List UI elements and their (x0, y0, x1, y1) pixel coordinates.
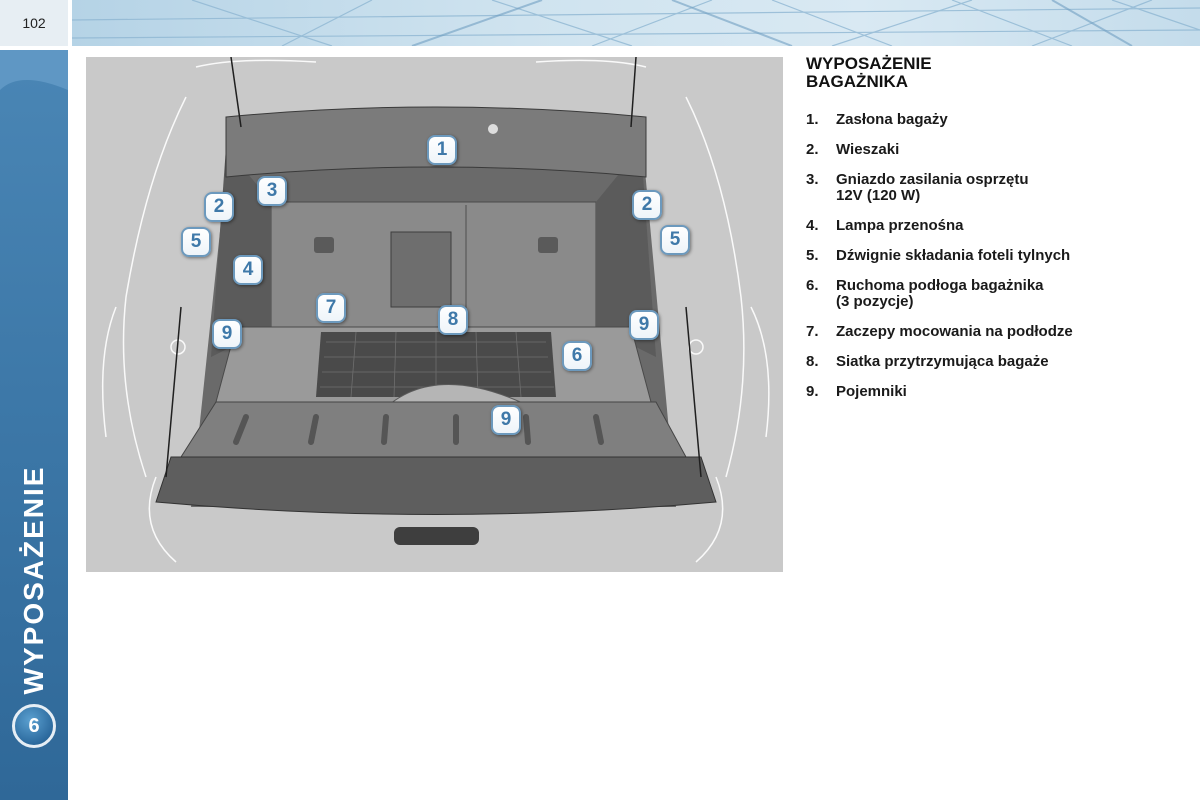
callout-marker: 9 (629, 310, 659, 340)
legend-number: 6. (806, 277, 819, 294)
legend-list: 1. Zasłona bagaży 2. Wieszaki 3. Gniazdo za… (806, 112, 1186, 414)
legend-number: 8. (806, 353, 819, 370)
legend-number: 7. (806, 323, 819, 340)
legend-item: 4. Lampa przenośna (806, 218, 1186, 234)
legend-number: 1. (806, 111, 819, 128)
legend-item: 5. Dźwignie składania foteli tylnych (806, 248, 1186, 264)
callout-marker: 6 (562, 341, 592, 371)
chapter-number: 6 (28, 714, 40, 737)
legend-text: Zasłona bagaży (836, 111, 948, 128)
legend-text: Siatka przytrzymująca bagaże (836, 353, 1049, 370)
chapter-sidebar (0, 50, 68, 800)
legend-number: 3. (806, 171, 819, 188)
callout-marker: 2 (204, 192, 234, 222)
legend-item: 3. Gniazdo zasilania osprzętu 12V (120 W) (806, 172, 1186, 204)
legend-text: Gniazdo zasilania osprzętu 12V (120 W) (836, 171, 1029, 204)
legend-text: Ruchoma podłoga bagażnika (3 pozycje) (836, 277, 1044, 310)
callout-marker: 2 (632, 190, 662, 220)
callout-marker: 4 (233, 255, 263, 285)
header-banner (72, 0, 1200, 46)
legend-text: Pojemniki (836, 383, 907, 400)
callout-marker: 8 (438, 305, 468, 335)
legend-item: 6. Ruchoma podłoga bagażnika (3 pozycje) (806, 278, 1186, 310)
page-number-box: 102 (0, 0, 68, 46)
page-number: 102 (22, 15, 46, 31)
legend-text: Dźwignie składania foteli tylnych (836, 247, 1071, 264)
callout-marker: 9 (212, 319, 242, 349)
legend-text: Lampa przenośna (836, 217, 964, 234)
rear-bumper (155, 456, 717, 515)
legend-number: 4. (806, 217, 819, 234)
trunk-illustration: 1 2 3 2 5 5 4 7 8 9 9 6 9 (86, 57, 783, 572)
callout-marker: 1 (427, 135, 457, 165)
ski-hatch (390, 231, 452, 308)
chapter-badge: 6 (12, 704, 56, 748)
legend-number: 9. (806, 383, 819, 400)
callout-marker: 9 (491, 405, 521, 435)
legend-item: 7. Zaczepy mocowania na podłodze (806, 324, 1186, 340)
legend-text: Zaczepy mocowania na podłodze (836, 323, 1073, 340)
callout-layer: 1 2 3 2 5 5 4 7 8 9 9 6 9 (86, 57, 783, 572)
callout-marker: 5 (660, 225, 690, 255)
banner-pattern (72, 0, 1200, 46)
legend-number: 2. (806, 141, 819, 158)
callout-marker: 7 (316, 293, 346, 323)
legend-item: 1. Zasłona bagaży (806, 112, 1186, 128)
legend-number: 5. (806, 247, 819, 264)
legend-item: 8. Siatka przytrzymująca bagaże (806, 354, 1186, 370)
section-title: WYPOSAŻENIE (18, 465, 49, 695)
callout-marker: 5 (181, 227, 211, 257)
legend-text: Wieszaki (836, 141, 900, 158)
page-heading: WYPOSAŻENIE BAGAŻNIKA (806, 54, 932, 91)
legend-item: 2. Wieszaki (806, 142, 1186, 158)
callout-marker: 3 (257, 176, 287, 206)
sidebar-curve (0, 50, 68, 90)
legend-item: 9. Pojemniki (806, 384, 1186, 400)
